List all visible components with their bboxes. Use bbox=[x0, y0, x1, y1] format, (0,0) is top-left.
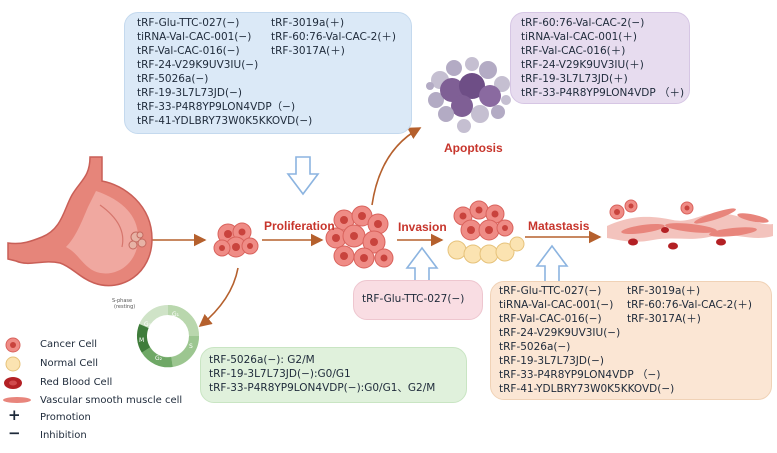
stage-label-invasion: Invasion bbox=[398, 220, 447, 234]
normal-cell-icon bbox=[5, 356, 21, 372]
metastasis-left-item: tRF-5026a(−) bbox=[499, 341, 571, 353]
arrow-to-cell-cycle bbox=[198, 267, 239, 328]
proliferation-left-item: tiRNA-Val-CAC-001(−) bbox=[137, 31, 252, 43]
red-blood-cell-icon bbox=[4, 377, 22, 389]
apoptosis-item: tRF-33-P4R8YP9LON4VDP （＋) bbox=[521, 87, 685, 99]
legend-label: Vascular smooth muscle cell bbox=[40, 395, 183, 406]
invasion-regulators-box: tRF-Glu-TTC-027(−) bbox=[353, 280, 483, 320]
cell-cycle-s-label: S bbox=[189, 343, 193, 350]
proliferation-left-item: tRF-41-YDLBRY73W0K5KKOVD(−) bbox=[137, 115, 313, 127]
proliferation-left-item: tRF-Val-CAC-016(−) bbox=[137, 45, 240, 57]
block-arrow-down-proliferation bbox=[286, 156, 320, 196]
legend-label: Normal Cell bbox=[40, 358, 99, 369]
arrow-to-apoptosis bbox=[371, 127, 422, 206]
cancer-cell-icon bbox=[5, 337, 21, 353]
proliferation-left-item: tRF-24-V29K9UV3IU(−) bbox=[137, 59, 259, 71]
cell-cycle-g0-label: G₀ bbox=[144, 321, 152, 328]
apoptotic-cell-cluster bbox=[426, 57, 511, 133]
metastasis-vessel-illustration bbox=[607, 199, 773, 250]
cell-cycle-resting-label: (resting) bbox=[114, 304, 135, 310]
metastasis-left-item: tRF-Glu-TTC-027(−) bbox=[499, 285, 602, 297]
stomach-illustration bbox=[7, 156, 153, 287]
cell-cycle-m-label: M bbox=[139, 337, 144, 344]
legend-label: Promotion bbox=[40, 412, 91, 423]
metastasis-right-item: tRF-60:76-Val-CAC-2(＋) bbox=[627, 299, 753, 311]
cancer-cell-cluster-large bbox=[325, 205, 394, 269]
smooth-muscle-cell-icon bbox=[3, 397, 31, 403]
cell-cycle-regulators-box: tRF-5026a(−): G2/M tRF-19-3L7L73JD(−):G0… bbox=[200, 347, 467, 403]
metastasis-right-item: tRF-3019a(＋) bbox=[627, 285, 701, 297]
cell-cycle-diagram: S-phase (resting) G₁ S G₂ M G₀ bbox=[112, 298, 200, 368]
apoptosis-item: tRF-60:76-Val-CAC-2(−) bbox=[521, 17, 645, 29]
proliferation-right-item: tRF-3017A(＋) bbox=[271, 45, 345, 57]
metastasis-left-item: tiRNA-Val-CAC-001(−) bbox=[499, 299, 614, 311]
invasion-item: tRF-Glu-TTC-027(−) bbox=[362, 293, 465, 305]
block-arrow-up-metastasis bbox=[535, 244, 569, 284]
metastasis-regulators-box: tRF-Glu-TTC-027(−) tiRNA-Val-CAC-001(−) … bbox=[490, 281, 772, 400]
stage-label-apoptosis: Apoptosis bbox=[444, 141, 503, 155]
metastasis-left-item: tRF-33-P4R8YP9LON4VDP （−) bbox=[499, 369, 661, 381]
proliferation-left-item: tRF-19-3L7L73JD(−) bbox=[137, 87, 242, 99]
stage-label-metastasis: Matastasis bbox=[528, 219, 590, 233]
proliferation-right-item: tRF-60:76-Val-CAC-2(＋) bbox=[271, 31, 397, 43]
legend-label: Red Blood Cell bbox=[40, 377, 113, 388]
metastasis-right-item: tRF-3017A(＋) bbox=[627, 313, 701, 325]
invasion-cell-cluster bbox=[447, 200, 525, 264]
metastasis-left-item: tRF-Val-CAC-016(−) bbox=[499, 313, 602, 325]
cell-cycle-g1-label: G₁ bbox=[172, 311, 180, 318]
cell-cycle-g2-label: G₂ bbox=[155, 355, 163, 362]
proliferation-regulators-box: tRF-Glu-TTC-027(−) tiRNA-Val-CAC-001(−) … bbox=[124, 12, 412, 134]
legend-label: Cancer Cell bbox=[40, 339, 98, 350]
metastasis-left-item: tRF-19-3L7L73JD(−) bbox=[499, 355, 604, 367]
apoptosis-item: tRF-Val-CAC-016(＋) bbox=[521, 45, 626, 57]
minus-icon: − bbox=[8, 424, 21, 442]
apoptosis-item: tiRNA-Val-CAC-001(＋) bbox=[521, 31, 638, 43]
plus-icon: + bbox=[8, 406, 21, 424]
cell-cycle-item: tRF-5026a(−): G2/M bbox=[209, 354, 315, 366]
apoptosis-item: tRF-24-V29K9UV3IU(＋) bbox=[521, 59, 644, 71]
metastasis-left-item: tRF-41-YDLBRY73W0K5KKOVD(−) bbox=[499, 383, 675, 395]
metastasis-left-item: tRF-24-V29K9UV3IU(−) bbox=[499, 327, 621, 339]
apoptosis-regulators-box: tRF-60:76-Val-CAC-2(−) tiRNA-Val-CAC-001… bbox=[510, 12, 690, 104]
legend-label: Inhibition bbox=[40, 430, 87, 441]
cell-cycle-item: tRF-33-P4R8YP9LON4VDP(−):G0/G1、G2/M bbox=[209, 382, 436, 394]
apoptosis-item: tRF-19-3L7L73JD(＋) bbox=[521, 73, 628, 85]
proliferation-left-item: tRF-Glu-TTC-027(−) bbox=[137, 17, 240, 29]
stage-label-proliferation: Proliferation bbox=[264, 219, 335, 233]
proliferation-left-item: tRF-5026a(−) bbox=[137, 73, 209, 85]
proliferation-right-item: tRF-3019a(＋) bbox=[271, 17, 345, 29]
cancer-cell-cluster-small bbox=[213, 222, 259, 258]
cell-cycle-s-phase-label: S-phase bbox=[112, 298, 132, 304]
cell-cycle-item: tRF-19-3L7L73JD(−):G0/G1 bbox=[209, 368, 351, 380]
proliferation-left-item: tRF-33-P4R8YP9LON4VDP（−) bbox=[137, 101, 296, 113]
